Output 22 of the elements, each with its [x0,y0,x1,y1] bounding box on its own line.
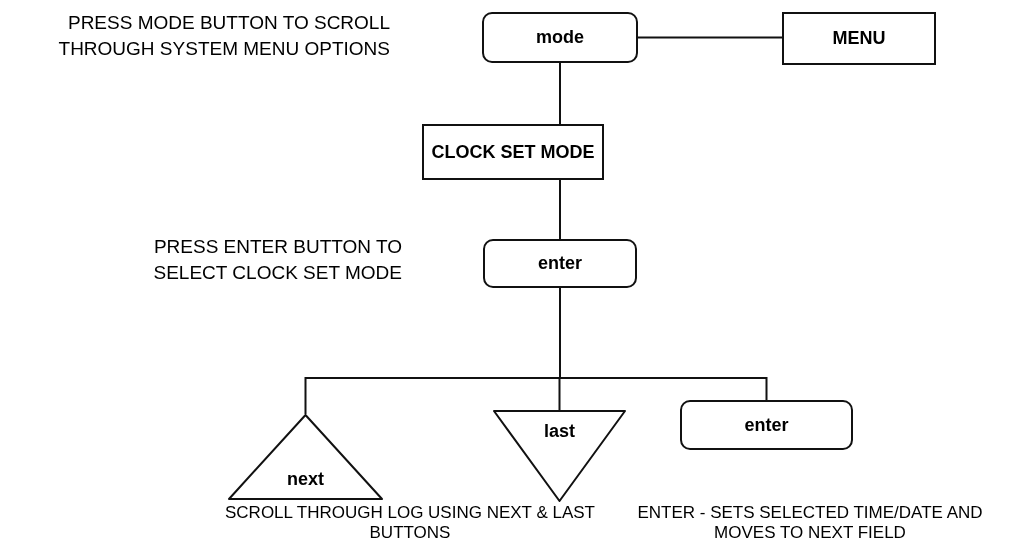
node-label: mode [536,26,584,49]
node-label: MENU [832,27,886,50]
node-label: last [544,420,575,443]
instruction-note: SCROLL THROUGH LOG USING NEXT & LAST BUTTONS [224,503,596,543]
triangle-button [228,414,383,500]
triangle-button [493,410,626,502]
node-label: enter [744,413,789,437]
connector-line [559,62,561,125]
instruction-note: ENTER - SETS SELECTED TIME/DATE AND MOVES TO NEXT FIELD [636,503,984,543]
mode-box [782,12,936,65]
button-box [482,12,638,63]
node-label: CLOCK SET MODE [431,140,595,164]
instruction-note: PRESS MODE BUTTON TO SCROLL THROUGH SYSTEM MENU OPTIONS [57,11,390,61]
node-label: next [287,467,324,490]
button-box [483,239,637,288]
mode-box [422,124,604,180]
instruction-note: PRESS ENTER BUTTON TO SELECT CLOCK SET MODE [152,235,402,285]
connector-line [559,287,768,401]
node-label: enter [538,252,582,275]
connector-line [559,179,561,240]
connector-line [637,36,783,39]
button-box [680,400,853,450]
